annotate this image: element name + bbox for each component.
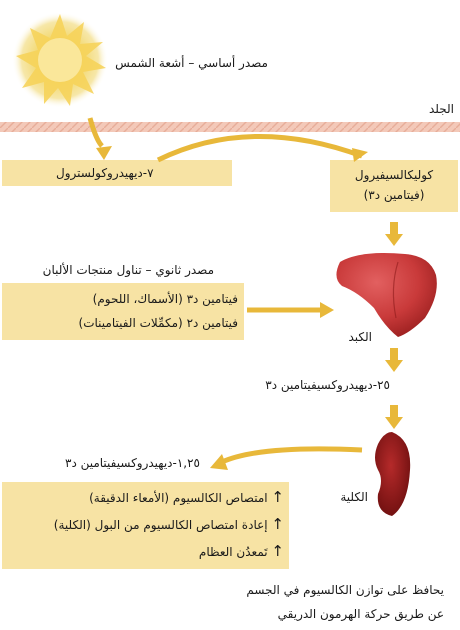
dietary-line2: فيتامين د٢ (مكمِّلات الفيتامينات) [78, 316, 238, 330]
cholecalciferol-line1: كوليكالسيفيرول [354, 168, 434, 182]
kidney-label: الكلية [340, 490, 368, 504]
calcidiol-label: ٢٥-ديهيدروكسيفيتامين د٣ [265, 378, 390, 392]
skin-layer [0, 122, 460, 132]
dietary-box [2, 283, 244, 340]
effect-text: إعادة امتصاص الكالسيوم من البول (الكلية) [53, 518, 268, 532]
sun-icon [12, 12, 108, 108]
cholecalciferol-line2: (فيتامين د٣) [363, 188, 425, 202]
calcitriol-label: ١,٢٥-ديهيدروكسيفيتامين د٣ [64, 456, 200, 470]
arrow-sun-to-skin [87, 117, 104, 148]
up-arrow-icon: ↑ [271, 488, 284, 506]
effect-item-mineralization: ↑ تَمعدُن العظام [199, 543, 284, 560]
up-arrow-icon: ↑ [271, 542, 284, 560]
kidney-icon [375, 432, 411, 516]
dehydrocholesterol-box [2, 160, 232, 186]
arrow-kidney-to-calcitriol [220, 446, 363, 465]
effect-item-absorption: ↑ امتصاص الكالسيوم (الأمعاء الدقيقة) [89, 489, 284, 506]
liver-icon [336, 253, 437, 337]
arrowhead-liver [320, 302, 334, 318]
arrow-calcidiol-to-kidney [385, 405, 403, 429]
footer-line1: يحافظ على توازن الكالسيوم في الجسم [246, 583, 444, 597]
primary-source-label: مصدر أساسي – أشعة الشمس [115, 56, 268, 70]
arrowhead-sun [96, 146, 112, 160]
dietary-line1: فيتامين د٣ (الأسماك، اللحوم) [92, 292, 238, 306]
effect-item-reabsorption: ↑ إعادة امتصاص الكالسيوم من البول (الكلي… [54, 516, 284, 533]
arrow-cholecalciferol-to-liver [385, 222, 403, 246]
cholecalciferol-box [330, 160, 458, 212]
arrowhead-calcitriol [210, 454, 228, 470]
arrow-dehydro-to-cholecalciferol [156, 133, 363, 163]
liver-label: الكبد [348, 330, 372, 344]
effect-text: امتصاص الكالسيوم (الأمعاء الدقيقة) [89, 491, 268, 505]
arrowhead-cholecalciferol [352, 148, 368, 162]
effect-text: تَمعدُن العظام [198, 545, 268, 559]
up-arrow-icon: ↑ [271, 515, 284, 533]
effects-box [2, 482, 289, 569]
arrow-liver-to-calcidiol [385, 348, 403, 372]
secondary-source-label: مصدر ثانوي – تناول منتجات الألبان [42, 263, 214, 277]
skin-label: الجلد [428, 102, 454, 116]
footer-line2: عن طريق حركة الهرمون الدريقي [277, 607, 444, 621]
dehydrocholesterol-label: ٧-ديهيدروكولسترول [56, 166, 154, 180]
